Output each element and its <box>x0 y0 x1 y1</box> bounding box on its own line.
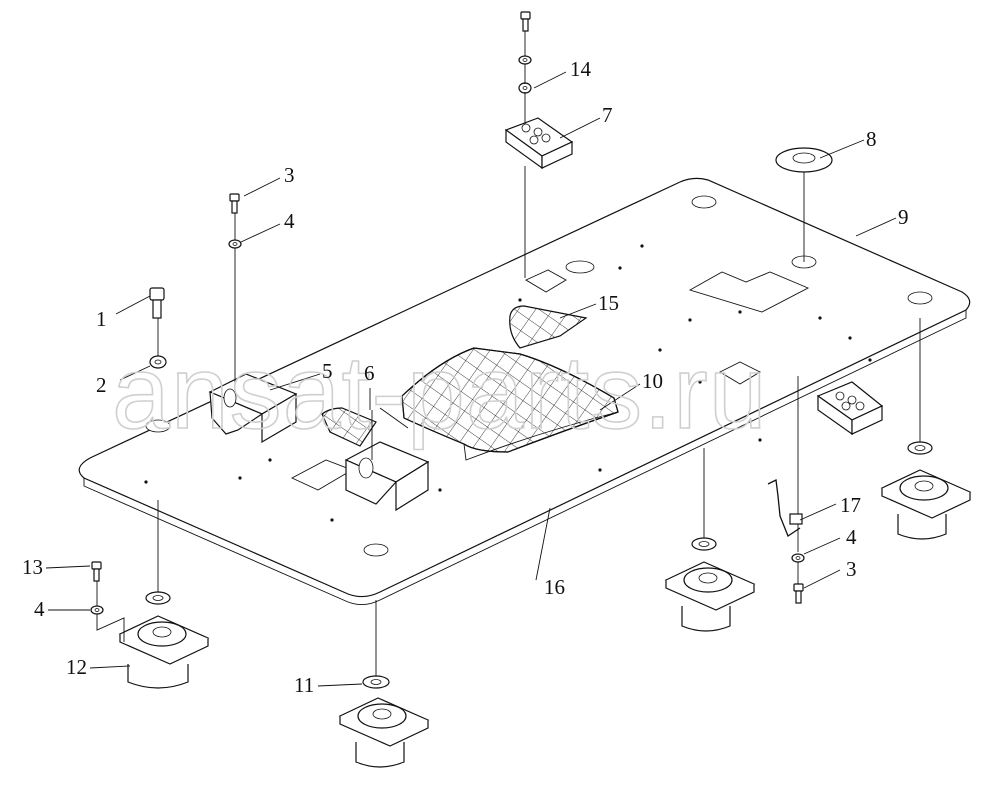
bolt-icon <box>91 561 102 582</box>
connector-block-icon <box>816 381 884 436</box>
clip-icon <box>767 479 803 537</box>
callout-5: 5 <box>322 359 333 383</box>
callout-14: 14 <box>570 57 592 81</box>
large-washer-icon <box>775 147 833 173</box>
callout-1: 1 <box>96 307 107 331</box>
washer-icon <box>149 355 167 369</box>
bracket-icon <box>208 373 298 444</box>
connector-block-icon <box>504 117 574 170</box>
callout-15: 15 <box>598 291 619 315</box>
vibration-mount-icon <box>880 469 972 540</box>
callout-17: 17 <box>840 493 861 517</box>
vibration-mount-icon <box>338 697 430 768</box>
vibration-mount-icon <box>118 615 210 689</box>
hatched-pad-icon <box>401 347 619 461</box>
hatched-pad-small-icon <box>509 305 588 349</box>
callout-16: 16 <box>544 575 565 599</box>
callout-3b: 3 <box>846 557 857 581</box>
assembly-axis-lines <box>96 31 921 676</box>
washer-icon <box>90 605 104 615</box>
watermark-text: ansat-parts.ru <box>112 335 768 451</box>
washer-icon <box>228 239 242 249</box>
callout-4c: 4 <box>846 525 857 549</box>
bolt-icon <box>229 193 240 214</box>
callout-11: 11 <box>294 673 314 697</box>
washer-icon <box>791 553 805 563</box>
callout-10: 10 <box>642 369 663 393</box>
callout-13: 13 <box>22 555 43 579</box>
callout-4b: 4 <box>34 597 45 621</box>
callout-3: 3 <box>284 163 295 187</box>
callout-7: 7 <box>602 103 613 127</box>
callout-4: 4 <box>284 209 295 233</box>
leader-lines <box>45 71 897 687</box>
callout-2: 2 <box>96 373 107 397</box>
spacer-washer-icon <box>145 441 933 689</box>
callout-labels: 1 2 3 4 5 6 10 7 8 9 11 12 13 4 14 15 16… <box>22 57 909 697</box>
bolt-icon <box>520 11 531 32</box>
callout-9: 9 <box>898 205 909 229</box>
bolt-icon <box>793 583 804 604</box>
bolt-icon <box>149 287 165 319</box>
callout-6: 6 <box>364 361 375 385</box>
bracket-icon <box>321 407 430 512</box>
callout-8: 8 <box>866 127 877 151</box>
callout-12: 12 <box>66 655 87 679</box>
vibration-mount-icon <box>664 561 756 632</box>
